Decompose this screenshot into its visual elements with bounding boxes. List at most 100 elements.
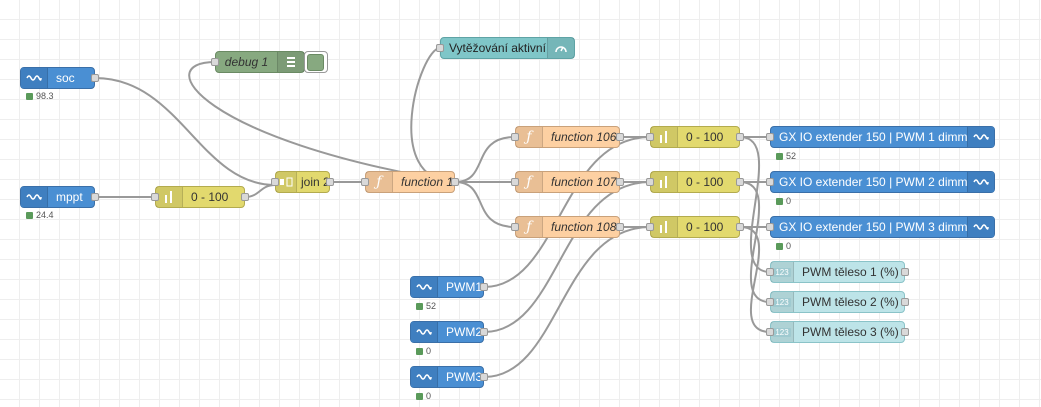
input-port[interactable] bbox=[646, 178, 654, 186]
node-soc[interactable]: soc bbox=[20, 67, 99, 89]
output-port[interactable] bbox=[480, 328, 488, 336]
input-port[interactable] bbox=[511, 178, 519, 186]
output-port[interactable] bbox=[616, 178, 624, 186]
node-label: PWM těleso 3 (%) bbox=[802, 325, 899, 339]
node-function-108[interactable]: ƒ function 108 bbox=[511, 216, 624, 238]
output-port[interactable] bbox=[480, 283, 488, 291]
input-port[interactable] bbox=[766, 268, 774, 276]
node-pwm2[interactable]: PWM2 bbox=[410, 321, 488, 343]
input-port[interactable] bbox=[766, 328, 774, 336]
gauge-icon bbox=[547, 38, 574, 58]
ui-text-icon: 123 bbox=[771, 322, 794, 342]
node-ui-text-2[interactable]: 123 PWM těleso 2 (%) bbox=[766, 291, 909, 313]
function-icon: ƒ bbox=[516, 217, 543, 237]
output-port[interactable] bbox=[451, 178, 459, 186]
output-port[interactable] bbox=[616, 133, 624, 141]
victron-wave-icon bbox=[967, 217, 994, 237]
range-icon bbox=[156, 187, 183, 207]
node-label: PWM2 bbox=[446, 325, 482, 339]
input-port[interactable] bbox=[151, 193, 159, 201]
node-label: function 107 bbox=[551, 175, 617, 189]
node-range-a[interactable]: 0 - 100 bbox=[151, 186, 249, 208]
node-status: 52 bbox=[776, 151, 796, 161]
node-ui-text-3[interactable]: 123 PWM těleso 3 (%) bbox=[766, 321, 909, 343]
output-port[interactable] bbox=[901, 298, 909, 306]
wire bbox=[94, 77, 276, 186]
output-port[interactable] bbox=[901, 268, 909, 276]
node-ui-text-1[interactable]: 123 PWM těleso 1 (%) bbox=[766, 261, 909, 283]
status-dot bbox=[26, 211, 33, 219]
status-text: 0 bbox=[786, 241, 792, 251]
node-debug[interactable]: debug 1 bbox=[211, 51, 305, 73]
node-label: function 108 bbox=[551, 220, 617, 234]
node-label: 0 - 100 bbox=[686, 220, 724, 234]
output-port[interactable] bbox=[91, 193, 99, 201]
node-range-2[interactable]: 0 - 100 bbox=[646, 171, 744, 193]
node-label: 0 - 100 bbox=[686, 130, 724, 144]
node-mppt[interactable]: mppt bbox=[20, 186, 99, 208]
join-icon bbox=[276, 172, 297, 192]
input-port[interactable] bbox=[361, 178, 369, 186]
victron-wave-icon bbox=[411, 277, 438, 297]
wire bbox=[454, 181, 516, 228]
node-pwm3[interactable]: PWM3 bbox=[410, 366, 488, 388]
input-port[interactable] bbox=[766, 178, 774, 186]
input-port[interactable] bbox=[766, 298, 774, 306]
input-port[interactable] bbox=[511, 223, 519, 231]
victron-wave-icon bbox=[21, 68, 48, 88]
output-port[interactable] bbox=[91, 74, 99, 82]
input-port[interactable] bbox=[211, 58, 219, 66]
debug-toggle[interactable] bbox=[304, 51, 328, 73]
node-label: PWM1 bbox=[446, 280, 482, 294]
output-port[interactable] bbox=[326, 178, 334, 186]
node-label: 0 - 100 bbox=[686, 175, 724, 189]
node-label: 0 - 100 bbox=[191, 190, 229, 204]
node-label: PWM3 bbox=[446, 370, 482, 384]
input-port[interactable] bbox=[766, 223, 774, 231]
node-range-1[interactable]: 0 - 100 bbox=[646, 126, 744, 148]
node-label: debug 1 bbox=[224, 55, 269, 69]
node-label: PWM těleso 2 (%) bbox=[802, 295, 899, 309]
input-port[interactable] bbox=[646, 223, 654, 231]
input-port[interactable] bbox=[436, 44, 444, 52]
node-gauge[interactable]: Vytěžování aktivní bbox=[436, 37, 575, 59]
input-port[interactable] bbox=[766, 133, 774, 141]
node-function-107[interactable]: ƒ function 107 bbox=[511, 171, 624, 193]
node-label: join 2 bbox=[301, 175, 329, 189]
wire bbox=[739, 226, 771, 333]
node-range-3[interactable]: 0 - 100 bbox=[646, 216, 744, 238]
node-label: GX IO extender 150 | PWM 3 dimming bbox=[779, 220, 967, 234]
output-port[interactable] bbox=[480, 373, 488, 381]
node-gx-pwm3[interactable]: GX IO extender 150 | PWM 3 dimming bbox=[766, 216, 995, 238]
output-port[interactable] bbox=[616, 223, 624, 231]
status-text: 52 bbox=[426, 301, 437, 311]
input-port[interactable] bbox=[271, 178, 279, 186]
node-gx-pwm2[interactable]: GX IO extender 150 | PWM 2 dimming bbox=[766, 171, 995, 193]
output-port[interactable] bbox=[736, 223, 744, 231]
range-icon bbox=[651, 172, 678, 192]
function-icon: ƒ bbox=[516, 172, 543, 192]
node-gx-pwm1[interactable]: GX IO extender 150 | PWM 1 dimming bbox=[766, 126, 995, 148]
status-text: 0 bbox=[786, 196, 792, 206]
output-port[interactable] bbox=[241, 193, 249, 201]
node-status: 52 bbox=[416, 301, 436, 311]
victron-wave-icon bbox=[967, 172, 994, 192]
status-text: 98.3 bbox=[36, 91, 54, 101]
node-pwm1[interactable]: PWM1 bbox=[410, 276, 488, 298]
wire bbox=[244, 184, 276, 198]
output-port[interactable] bbox=[736, 178, 744, 186]
status-dot bbox=[776, 152, 783, 160]
victron-wave-icon bbox=[411, 367, 438, 387]
node-join[interactable]: join 2 bbox=[271, 171, 334, 193]
input-port[interactable] bbox=[511, 133, 519, 141]
ui-text-icon: 123 bbox=[771, 292, 794, 312]
debug-toggle-button[interactable] bbox=[307, 54, 324, 71]
status-text: 0 bbox=[426, 391, 432, 401]
node-function-1[interactable]: ƒ function 1 bbox=[361, 171, 459, 193]
output-port[interactable] bbox=[901, 328, 909, 336]
node-function-106[interactable]: ƒ function 106 bbox=[511, 126, 624, 148]
status-dot bbox=[416, 302, 423, 310]
output-port[interactable] bbox=[736, 133, 744, 141]
input-port[interactable] bbox=[646, 133, 654, 141]
